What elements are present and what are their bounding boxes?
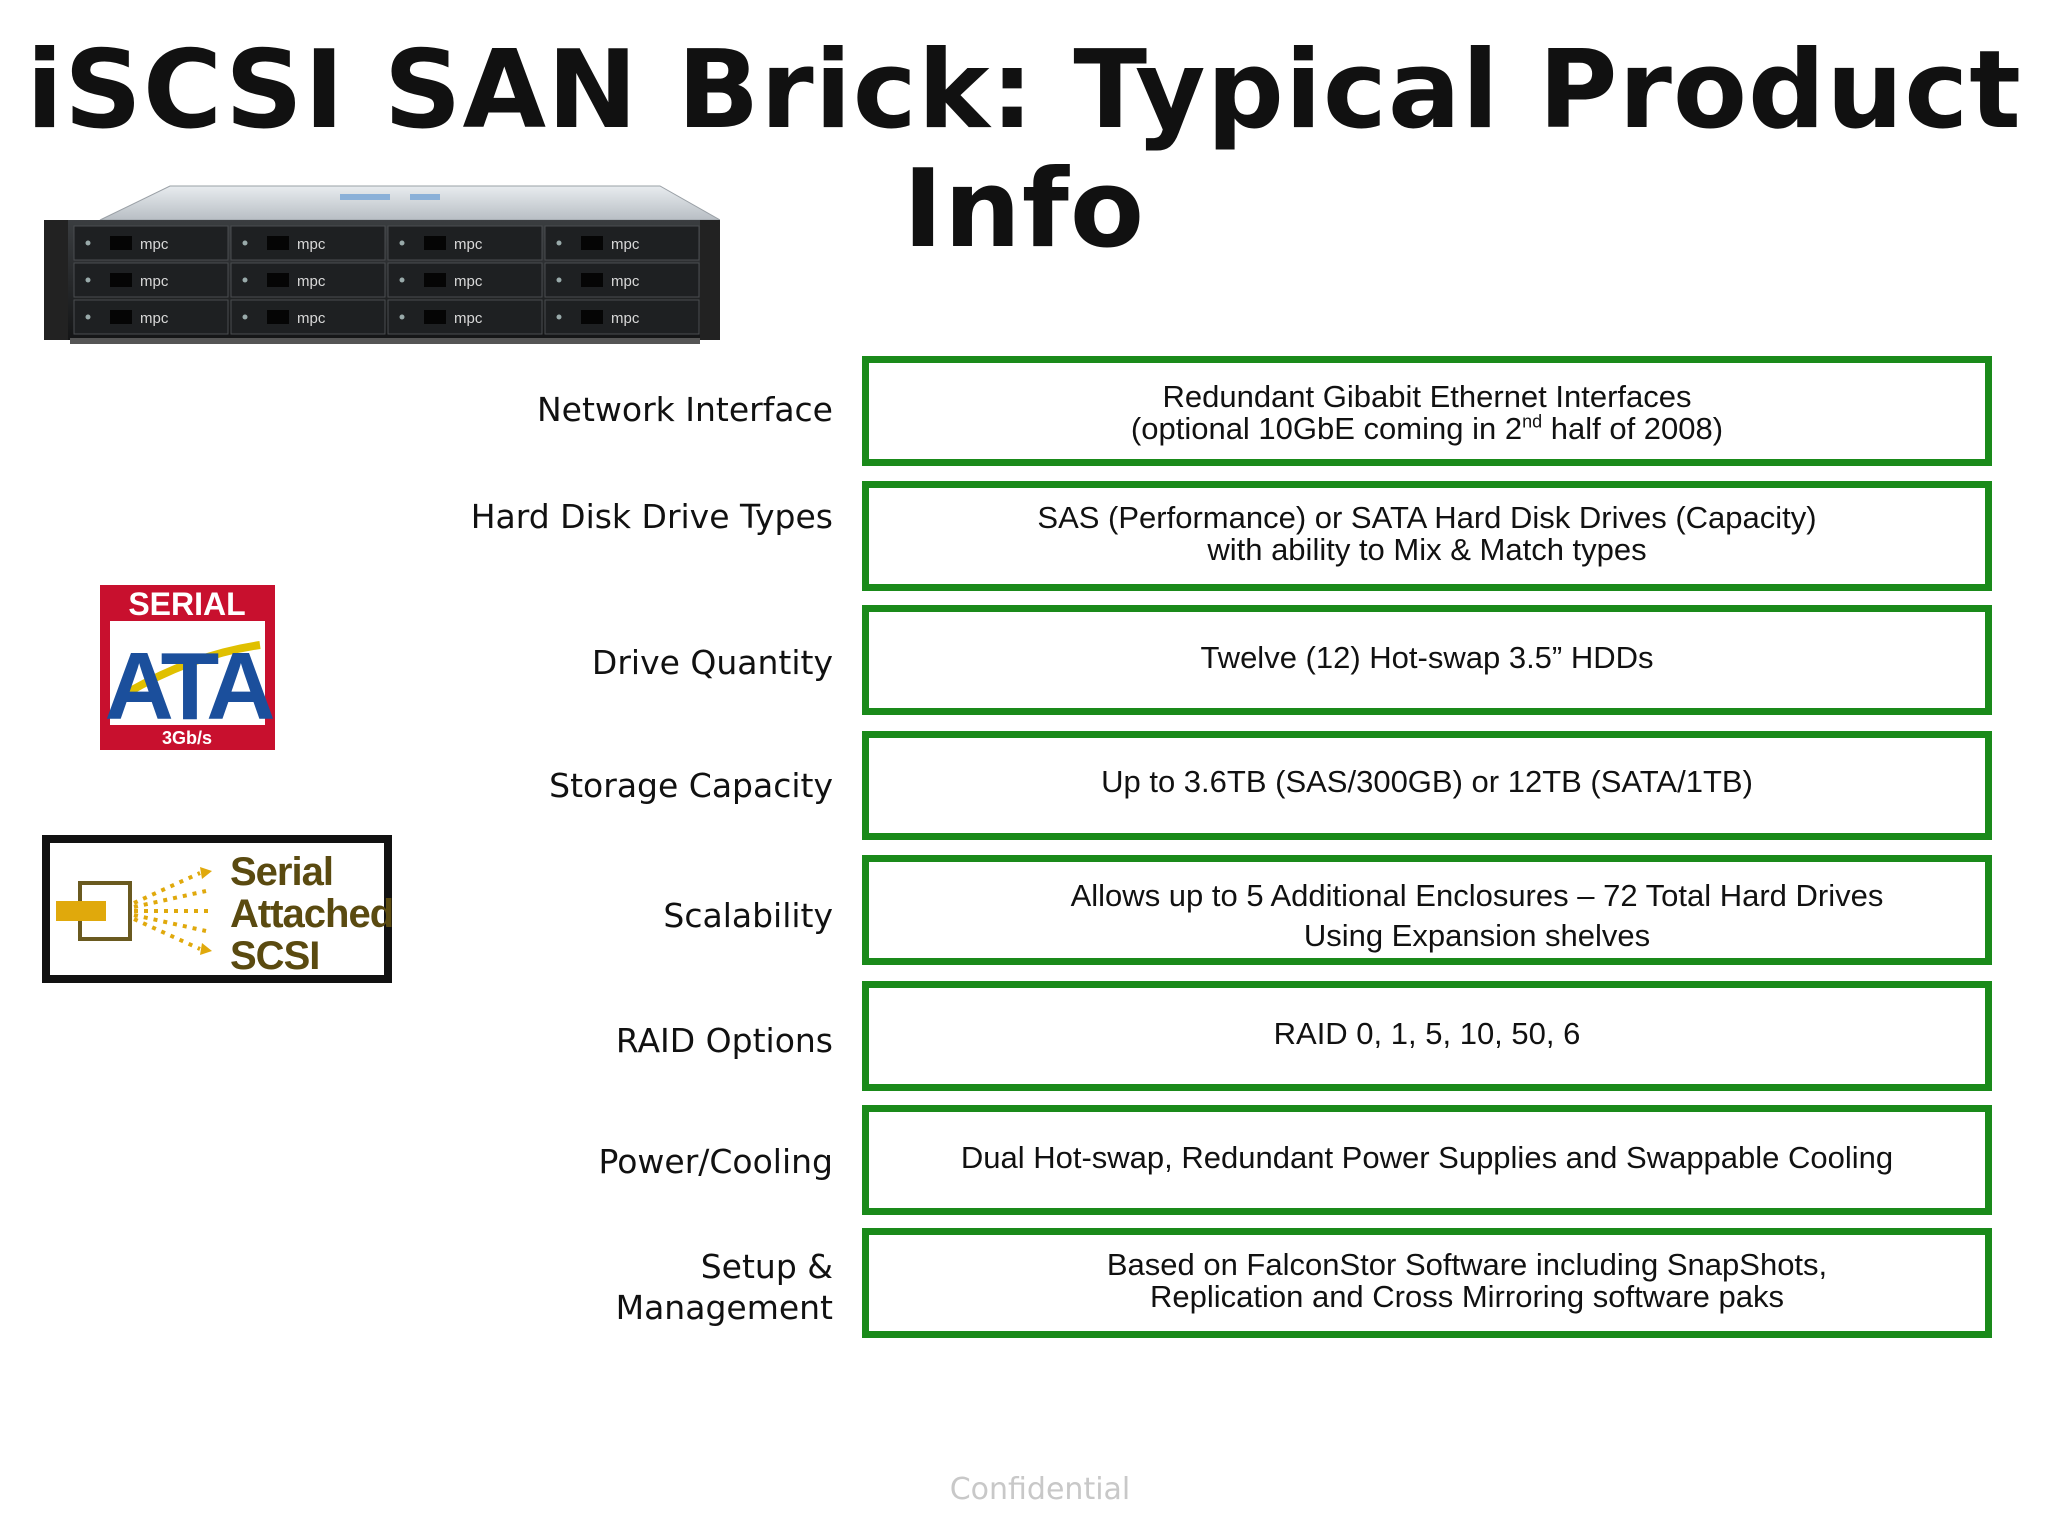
server-chassis-image: mpc mpc mpc mpc mpc mpc mpc mpc mpc mpc mpc mpc: [40, 180, 724, 360]
drive-bay: mpc: [544, 262, 700, 298]
sas-logo: Serial Attached SCSI: [42, 835, 394, 983]
spec-line: Allows up to 5 Additional Enclosures – 7…: [1070, 878, 1884, 913]
spec-box-raid-options: RAID 0, 1, 5, 10, 50, 6: [862, 981, 1992, 1091]
drive-bay: mpc: [230, 225, 386, 261]
sas-logo-line2: Attached: [230, 892, 394, 936]
drive-bay: mpc: [544, 299, 700, 335]
spec-label-network-interface: Network Interface: [536, 390, 833, 429]
spec-line: Based on FalconStor Software including S…: [1106, 1247, 1828, 1282]
spec-line: (optional 10GbE coming in 2nd half of 20…: [1130, 411, 1724, 446]
drive-bay: mpc: [387, 225, 543, 261]
drive-bay: mpc: [544, 225, 700, 261]
drive-bay-label: mpc: [297, 310, 326, 327]
spec-line: Dual Hot-swap, Redundant Power Supplies …: [960, 1140, 1894, 1175]
drive-bay-label: mpc: [140, 273, 169, 290]
spec-box-drive-quantity: Twelve (12) Hot-swap 3.5” HDDs: [862, 605, 1992, 715]
drive-bay: mpc: [73, 299, 229, 335]
spec-box-hdd-types: SAS (Performance) or SATA Hard Disk Driv…: [862, 481, 1992, 591]
sas-logo-line3: SCSI: [230, 934, 320, 978]
drive-bay: mpc: [387, 299, 543, 335]
spec-line: Using Expansion shelves: [1303, 918, 1651, 953]
spec-line: Replication and Cross Mirroring software…: [1149, 1279, 1785, 1314]
spec-box-scalability: Allows up to 5 Additional Enclosures – 7…: [862, 855, 1992, 965]
spec-label-drive-quantity: Drive Quantity: [591, 643, 833, 682]
spec-line: Twelve (12) Hot-swap 3.5” HDDs: [1200, 640, 1654, 675]
drive-bay-label: mpc: [611, 310, 640, 327]
drive-bay-label: mpc: [454, 236, 483, 253]
drive-bay-label: mpc: [297, 236, 326, 253]
drive-bay: mpc: [230, 299, 386, 335]
spec-line: Up to 3.6TB (SAS/300GB) or 12TB (SATA/1T…: [1101, 764, 1753, 799]
spec-label-line: Management: [615, 1288, 833, 1327]
spec-line: with ability to Mix & Match types: [1207, 532, 1647, 567]
drive-bay: mpc: [73, 262, 229, 298]
sata-logo-speed-text: 3Gb/s: [162, 728, 212, 748]
drive-bay-label: mpc: [454, 310, 483, 327]
drive-bay-label: mpc: [140, 236, 169, 253]
spec-label-scalability: Scalability: [663, 896, 833, 935]
sas-logo-line1: Serial: [230, 850, 334, 894]
spec-line: RAID 0, 1, 5, 10, 50, 6: [1273, 1016, 1581, 1051]
drive-bay: mpc: [230, 262, 386, 298]
spec-label-raid-options: RAID Options: [615, 1021, 833, 1060]
slide-title: iSCSI SAN Brick: Typical Product Info: [26, 28, 2022, 272]
drive-bay: mpc: [73, 225, 229, 261]
spec-line: Redundant Gibabit Ethernet Interfaces: [1162, 379, 1692, 414]
sata-logo-main-text: ATA: [104, 633, 273, 740]
sata-logo: SERIAL ATA 3Gb/s: [100, 585, 279, 750]
drive-bay-label: mpc: [140, 310, 169, 327]
confidential-footer: Confidential: [949, 1472, 1131, 1507]
spec-label-hdd-types: Hard Disk Drive Types: [470, 497, 833, 536]
sata-logo-top-text: SERIAL: [128, 586, 245, 622]
drive-bay-label: mpc: [454, 273, 483, 290]
spec-label-power-cooling: Power/Cooling: [598, 1142, 833, 1181]
spec-label-line: Setup &: [700, 1247, 833, 1286]
spec-label-storage-capacity: Storage Capacity: [549, 766, 833, 805]
sas-logo-text: Serial Attached SCSI: [230, 850, 394, 978]
spec-line: SAS (Performance) or SATA Hard Disk Driv…: [1037, 500, 1817, 535]
drive-bay-label: mpc: [297, 273, 326, 290]
spec-box-setup-management: Based on FalconStor Software including S…: [862, 1228, 1992, 1338]
spec-box-power-cooling: Dual Hot-swap, Redundant Power Supplies …: [862, 1105, 1992, 1215]
spec-box-storage-capacity: Up to 3.6TB (SAS/300GB) or 12TB (SATA/1T…: [862, 731, 1992, 840]
drive-bay-label: mpc: [611, 273, 640, 290]
spec-label-setup-management: Setup & Management: [616, 1246, 833, 1328]
spec-box-network-interface: Redundant Gibabit Ethernet Interfaces (o…: [862, 356, 1992, 466]
drive-bay: mpc: [387, 262, 543, 298]
drive-bay-label: mpc: [611, 236, 640, 253]
